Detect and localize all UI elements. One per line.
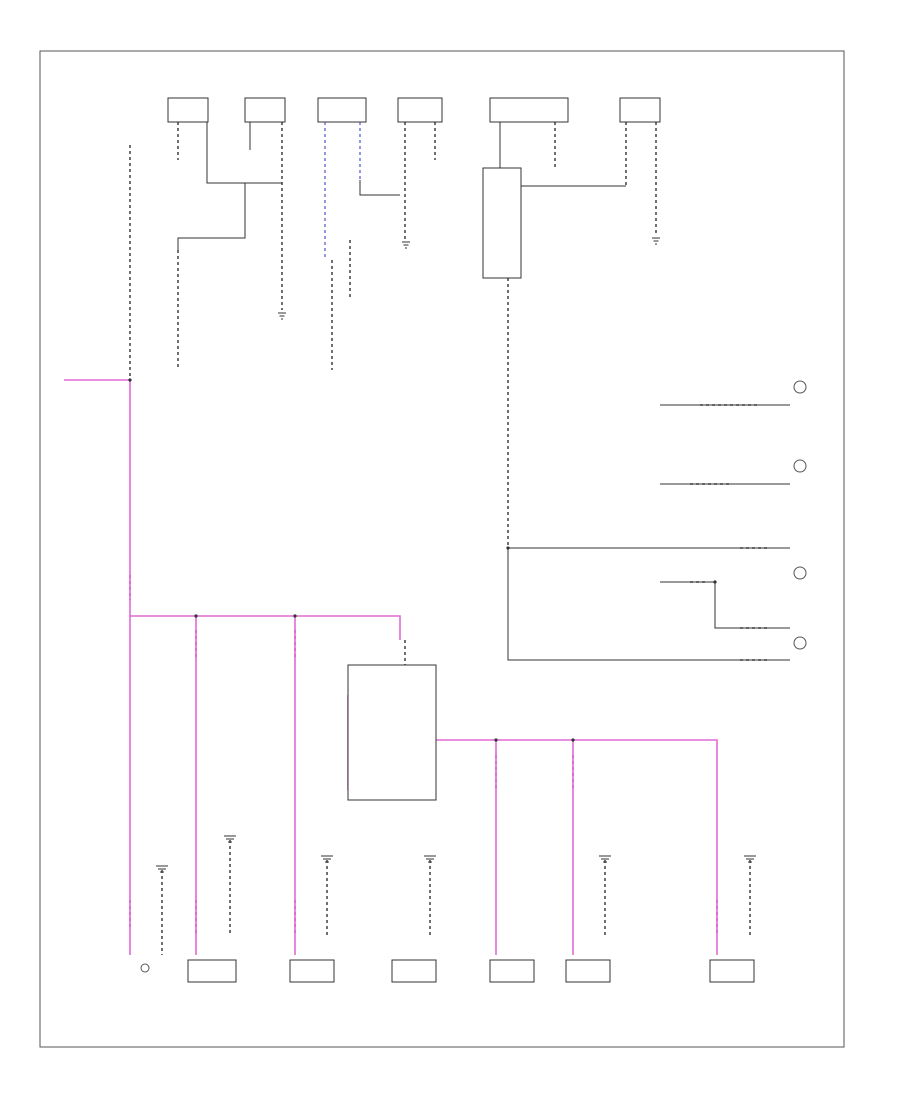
bottom-component-2	[289, 959, 335, 983]
right-branches	[507, 380, 807, 661]
ground-symbols-top	[278, 237, 660, 320]
bottom-component-5	[565, 959, 611, 983]
connector-ring-3	[793, 566, 807, 580]
connector-ring-1	[793, 380, 807, 394]
module-box	[482, 167, 522, 279]
diagram-frame	[39, 50, 845, 1048]
component-2	[244, 97, 286, 123]
top-components	[167, 97, 661, 123]
component-1	[167, 97, 209, 123]
bottom-component-1	[187, 959, 237, 983]
component-5	[489, 97, 569, 123]
bottom-component-4	[489, 959, 535, 983]
connector-ring-4	[793, 636, 807, 650]
connector-ring-2	[793, 459, 807, 473]
central-module	[347, 664, 437, 801]
bottom-grounds	[156, 835, 756, 955]
component-4	[397, 97, 443, 123]
splice-dots	[128, 378, 717, 742]
bottom-component-3	[391, 959, 437, 983]
bottom-component-6	[709, 959, 755, 983]
wires-top	[129, 122, 657, 548]
component-3	[317, 97, 367, 123]
bottom-connector-ring	[140, 963, 150, 973]
component-6	[619, 97, 661, 123]
bottom-components	[140, 959, 755, 983]
